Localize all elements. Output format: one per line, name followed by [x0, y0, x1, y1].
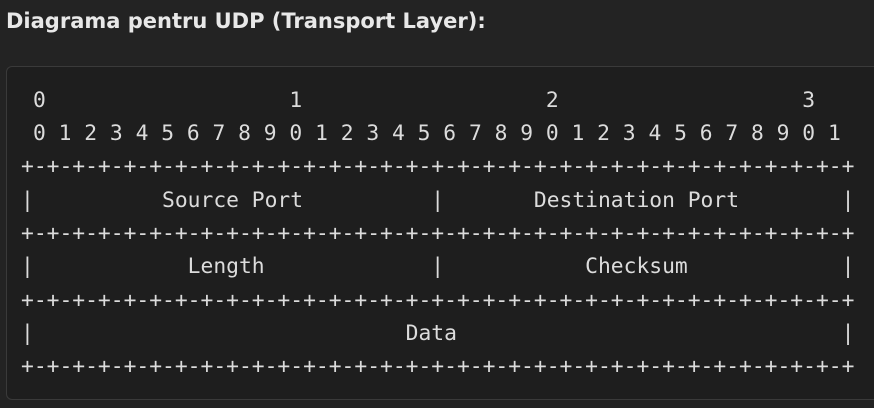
separator-line: +-+-+-+-+-+-+-+-+-+-+-+-+-+-+-+-+-+-+-+-… — [21, 221, 855, 246]
bit-ones-ruler: 0 1 2 3 4 5 6 7 8 9 0 1 2 3 4 5 6 7 8 9 … — [33, 121, 841, 146]
header-row-ports: | Source Port | Destination Port | — [21, 188, 855, 213]
header-row-length-checksum: | Length | Checksum | — [21, 254, 855, 279]
diagram-heading: Diagrama pentru UDP (Transport Layer): — [6, 9, 486, 33]
header-row-data: | Data | — [21, 321, 855, 346]
separator-line: +-+-+-+-+-+-+-+-+-+-+-+-+-+-+-+-+-+-+-+-… — [21, 154, 855, 179]
bit-tens-ruler: 0 1 2 3 — [33, 88, 816, 113]
separator-line: +-+-+-+-+-+-+-+-+-+-+-+-+-+-+-+-+-+-+-+-… — [21, 354, 855, 379]
separator-line: +-+-+-+-+-+-+-+-+-+-+-+-+-+-+-+-+-+-+-+-… — [21, 288, 855, 313]
code-block: 0 1 2 3 0 1 2 3 4 5 6 7 8 9 0 1 2 3 4 5 … — [6, 66, 874, 400]
